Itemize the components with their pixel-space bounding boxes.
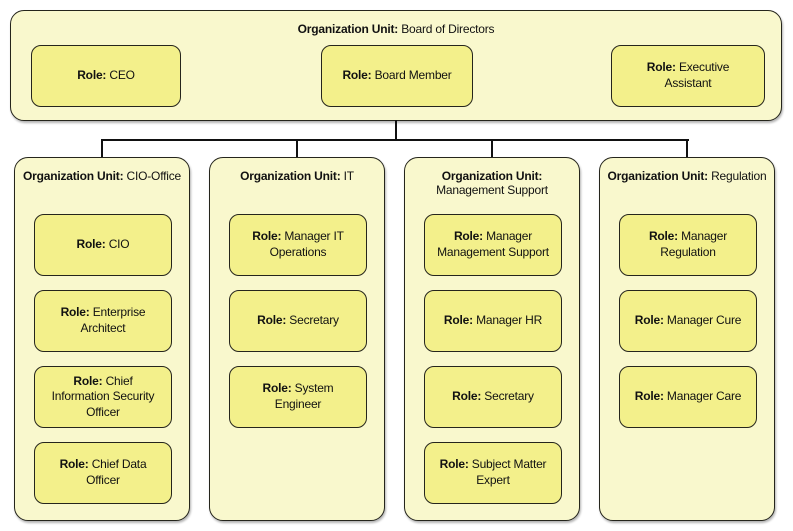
role-name: CIO bbox=[108, 237, 130, 252]
org-unit-regulation: Organization Unit: Regulation Role: Mana… bbox=[599, 157, 775, 521]
org-unit-label: Organization Unit: bbox=[607, 169, 709, 183]
role-name: Manager Regulation bbox=[660, 229, 728, 259]
role-box-manager-care: Role: Manager Care bbox=[619, 366, 757, 428]
role-label: Role: bbox=[439, 457, 469, 472]
role-text: Role: Secretary bbox=[452, 389, 534, 405]
role-name: Enterprise Architect bbox=[80, 305, 146, 335]
org-unit-cio-office: Organization Unit: CIO-Office Role: CIO … bbox=[14, 157, 190, 521]
role-name: Manager IT Operations bbox=[269, 229, 344, 259]
role-name: CEO bbox=[109, 68, 135, 83]
role-box-enterprise-architect: Role: Enterprise Architect bbox=[34, 290, 172, 352]
org-unit-it: Organization Unit: IT Role: Manager IT O… bbox=[209, 157, 385, 521]
unit-title-management-support: Organization Unit: Management Support bbox=[405, 158, 579, 198]
role-box-system-engineer: Role: System Engineer bbox=[229, 366, 367, 428]
org-unit-label: Organization Unit: bbox=[22, 169, 124, 183]
role-label: Role: bbox=[60, 305, 90, 320]
role-text: Role: Manager Care bbox=[634, 389, 742, 405]
unit-title-board-of-directors: Organization Unit: Board of Directors bbox=[11, 11, 781, 36]
connector-drop-4 bbox=[686, 140, 688, 157]
role-box-chief-information-security-officer: Role: Chief Information Security Officer bbox=[34, 366, 172, 428]
role-text: Role: System Engineer bbox=[242, 381, 354, 412]
org-unit-management-support: Organization Unit: Management Support Ro… bbox=[404, 157, 580, 521]
role-text: Role: Manager IT Operations bbox=[242, 229, 354, 260]
role-text: Role: Manager Management Support bbox=[437, 229, 549, 260]
unit-title-it: Organization Unit: IT bbox=[210, 158, 384, 183]
role-box-ceo: Role: CEO bbox=[31, 45, 181, 107]
role-box-chief-data-officer: Role: Chief Data Officer bbox=[34, 442, 172, 504]
role-label: Role: bbox=[648, 229, 678, 244]
connector-drop-3 bbox=[491, 140, 493, 157]
role-text: Role: Manager Cure bbox=[634, 313, 742, 329]
role-box-manager-hr: Role: Manager HR bbox=[424, 290, 562, 352]
role-box-cio: Role: CIO bbox=[34, 214, 172, 276]
role-text: Role: CIO bbox=[77, 237, 130, 253]
org-unit-label: Organization Unit: bbox=[240, 169, 341, 183]
org-unit-name: Management Support bbox=[436, 183, 548, 198]
role-name: Board Member bbox=[374, 68, 452, 83]
org-unit-name: Board of Directors bbox=[401, 22, 495, 36]
connector-horizontal bbox=[101, 139, 689, 141]
connector-stub bbox=[395, 120, 397, 140]
org-unit-name: IT bbox=[343, 169, 354, 183]
role-name: Secretary bbox=[289, 313, 339, 328]
connector-drop-2 bbox=[296, 140, 298, 157]
role-name: System Engineer bbox=[274, 381, 334, 411]
org-unit-name: Regulation bbox=[711, 169, 767, 183]
unit-title-regulation: Organization Unit: Regulation bbox=[600, 158, 774, 183]
role-text: Role: Executive Assistant bbox=[624, 60, 752, 91]
role-label: Role: bbox=[634, 389, 664, 404]
role-box-manager-it-operations: Role: Manager IT Operations bbox=[229, 214, 367, 276]
role-box-secretary-it: Role: Secretary bbox=[229, 290, 367, 352]
role-label: Role: bbox=[646, 60, 676, 75]
role-box-manager-regulation: Role: Manager Regulation bbox=[619, 214, 757, 276]
role-label: Role: bbox=[342, 68, 372, 83]
role-text: Role: Manager HR bbox=[444, 313, 542, 329]
role-label: Role: bbox=[452, 389, 482, 404]
role-label: Role: bbox=[443, 313, 473, 328]
role-text: Role: Board Member bbox=[342, 68, 451, 84]
role-name: Subject Matter Expert bbox=[471, 457, 547, 487]
role-box-manager-cure: Role: Manager Cure bbox=[619, 290, 757, 352]
org-unit-name: CIO-Office bbox=[126, 169, 182, 183]
role-label: Role: bbox=[257, 313, 287, 328]
role-label: Role: bbox=[59, 457, 89, 472]
org-unit-board-of-directors: Organization Unit: Board of Directors Ro… bbox=[10, 10, 782, 121]
role-text: Role: Enterprise Architect bbox=[47, 305, 159, 336]
role-name: Manager Cure bbox=[666, 313, 742, 328]
role-name: Executive Assistant bbox=[664, 60, 730, 90]
role-name: Manager Management Support bbox=[437, 229, 549, 259]
role-name: Chief Information Security Officer bbox=[51, 373, 155, 419]
role-box-subject-matter-expert: Role: Subject Matter Expert bbox=[424, 442, 562, 504]
org-unit-label: Organization Unit: bbox=[297, 22, 399, 36]
role-box-executive-assistant: Role: Executive Assistant bbox=[611, 45, 765, 107]
role-text: Role: Chief Data Officer bbox=[47, 457, 159, 488]
role-label: Role: bbox=[252, 229, 282, 244]
role-name: Secretary bbox=[484, 389, 534, 404]
role-text: Role: CEO bbox=[77, 68, 135, 84]
role-text: Role: Subject Matter Expert bbox=[437, 457, 549, 488]
org-unit-label: Organization Unit: bbox=[441, 169, 543, 183]
role-text: Role: Secretary bbox=[257, 313, 339, 329]
role-label: Role: bbox=[453, 229, 483, 244]
role-box-secretary-management-support: Role: Secretary bbox=[424, 366, 562, 428]
role-label: Role: bbox=[77, 68, 107, 83]
role-label: Role: bbox=[76, 237, 106, 252]
role-box-manager-management-support: Role: Manager Management Support bbox=[424, 214, 562, 276]
role-text: Role: Manager Regulation bbox=[632, 229, 744, 260]
role-label: Role: bbox=[73, 373, 103, 388]
unit-title-cio-office: Organization Unit: CIO-Office bbox=[15, 158, 189, 183]
role-name: Chief Data Officer bbox=[86, 457, 147, 487]
role-name: Manager Care bbox=[666, 389, 742, 404]
role-label: Role: bbox=[634, 313, 664, 328]
role-text: Role: Chief Information Security Officer bbox=[47, 374, 159, 421]
role-box-board-member: Role: Board Member bbox=[321, 45, 473, 107]
connector-drop-1 bbox=[101, 140, 103, 157]
role-label: Role: bbox=[262, 381, 292, 396]
role-name: Manager HR bbox=[476, 313, 543, 328]
